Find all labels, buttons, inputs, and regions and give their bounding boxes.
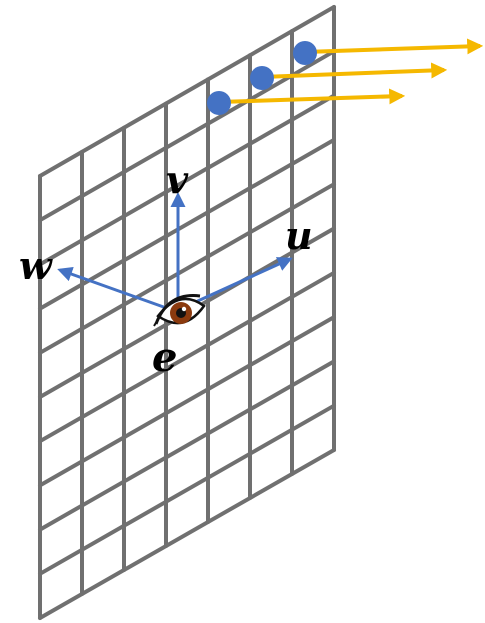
- label-u: u: [285, 213, 313, 258]
- pixel-dot-2: [250, 66, 274, 90]
- pixel-rays: [218, 38, 484, 105]
- w-axis-arrow: [57, 266, 173, 312]
- grid-border: [38, 448, 336, 620]
- ray-2: [261, 62, 448, 79]
- ray-3: [218, 88, 406, 105]
- pixel-dots: [207, 41, 317, 115]
- pixel-dot-1: [293, 41, 317, 65]
- grid-row-line: [38, 49, 336, 223]
- pixel-dot-3: [207, 91, 231, 115]
- grid-row-line: [38, 270, 336, 444]
- grid-row-line: [38, 403, 336, 576]
- grid-row-line: [38, 93, 336, 267]
- label-v: v: [166, 157, 189, 202]
- grid-row-line: [38, 182, 336, 355]
- grid-row-line: [38, 359, 336, 532]
- label-w: w: [19, 243, 53, 288]
- label-e: e: [152, 334, 177, 381]
- grid-row-line: [38, 315, 336, 488]
- ray-1: [304, 38, 484, 55]
- eye-icon: [153, 294, 206, 327]
- grid-border: [38, 5, 336, 178]
- camera-axes: [57, 192, 293, 312]
